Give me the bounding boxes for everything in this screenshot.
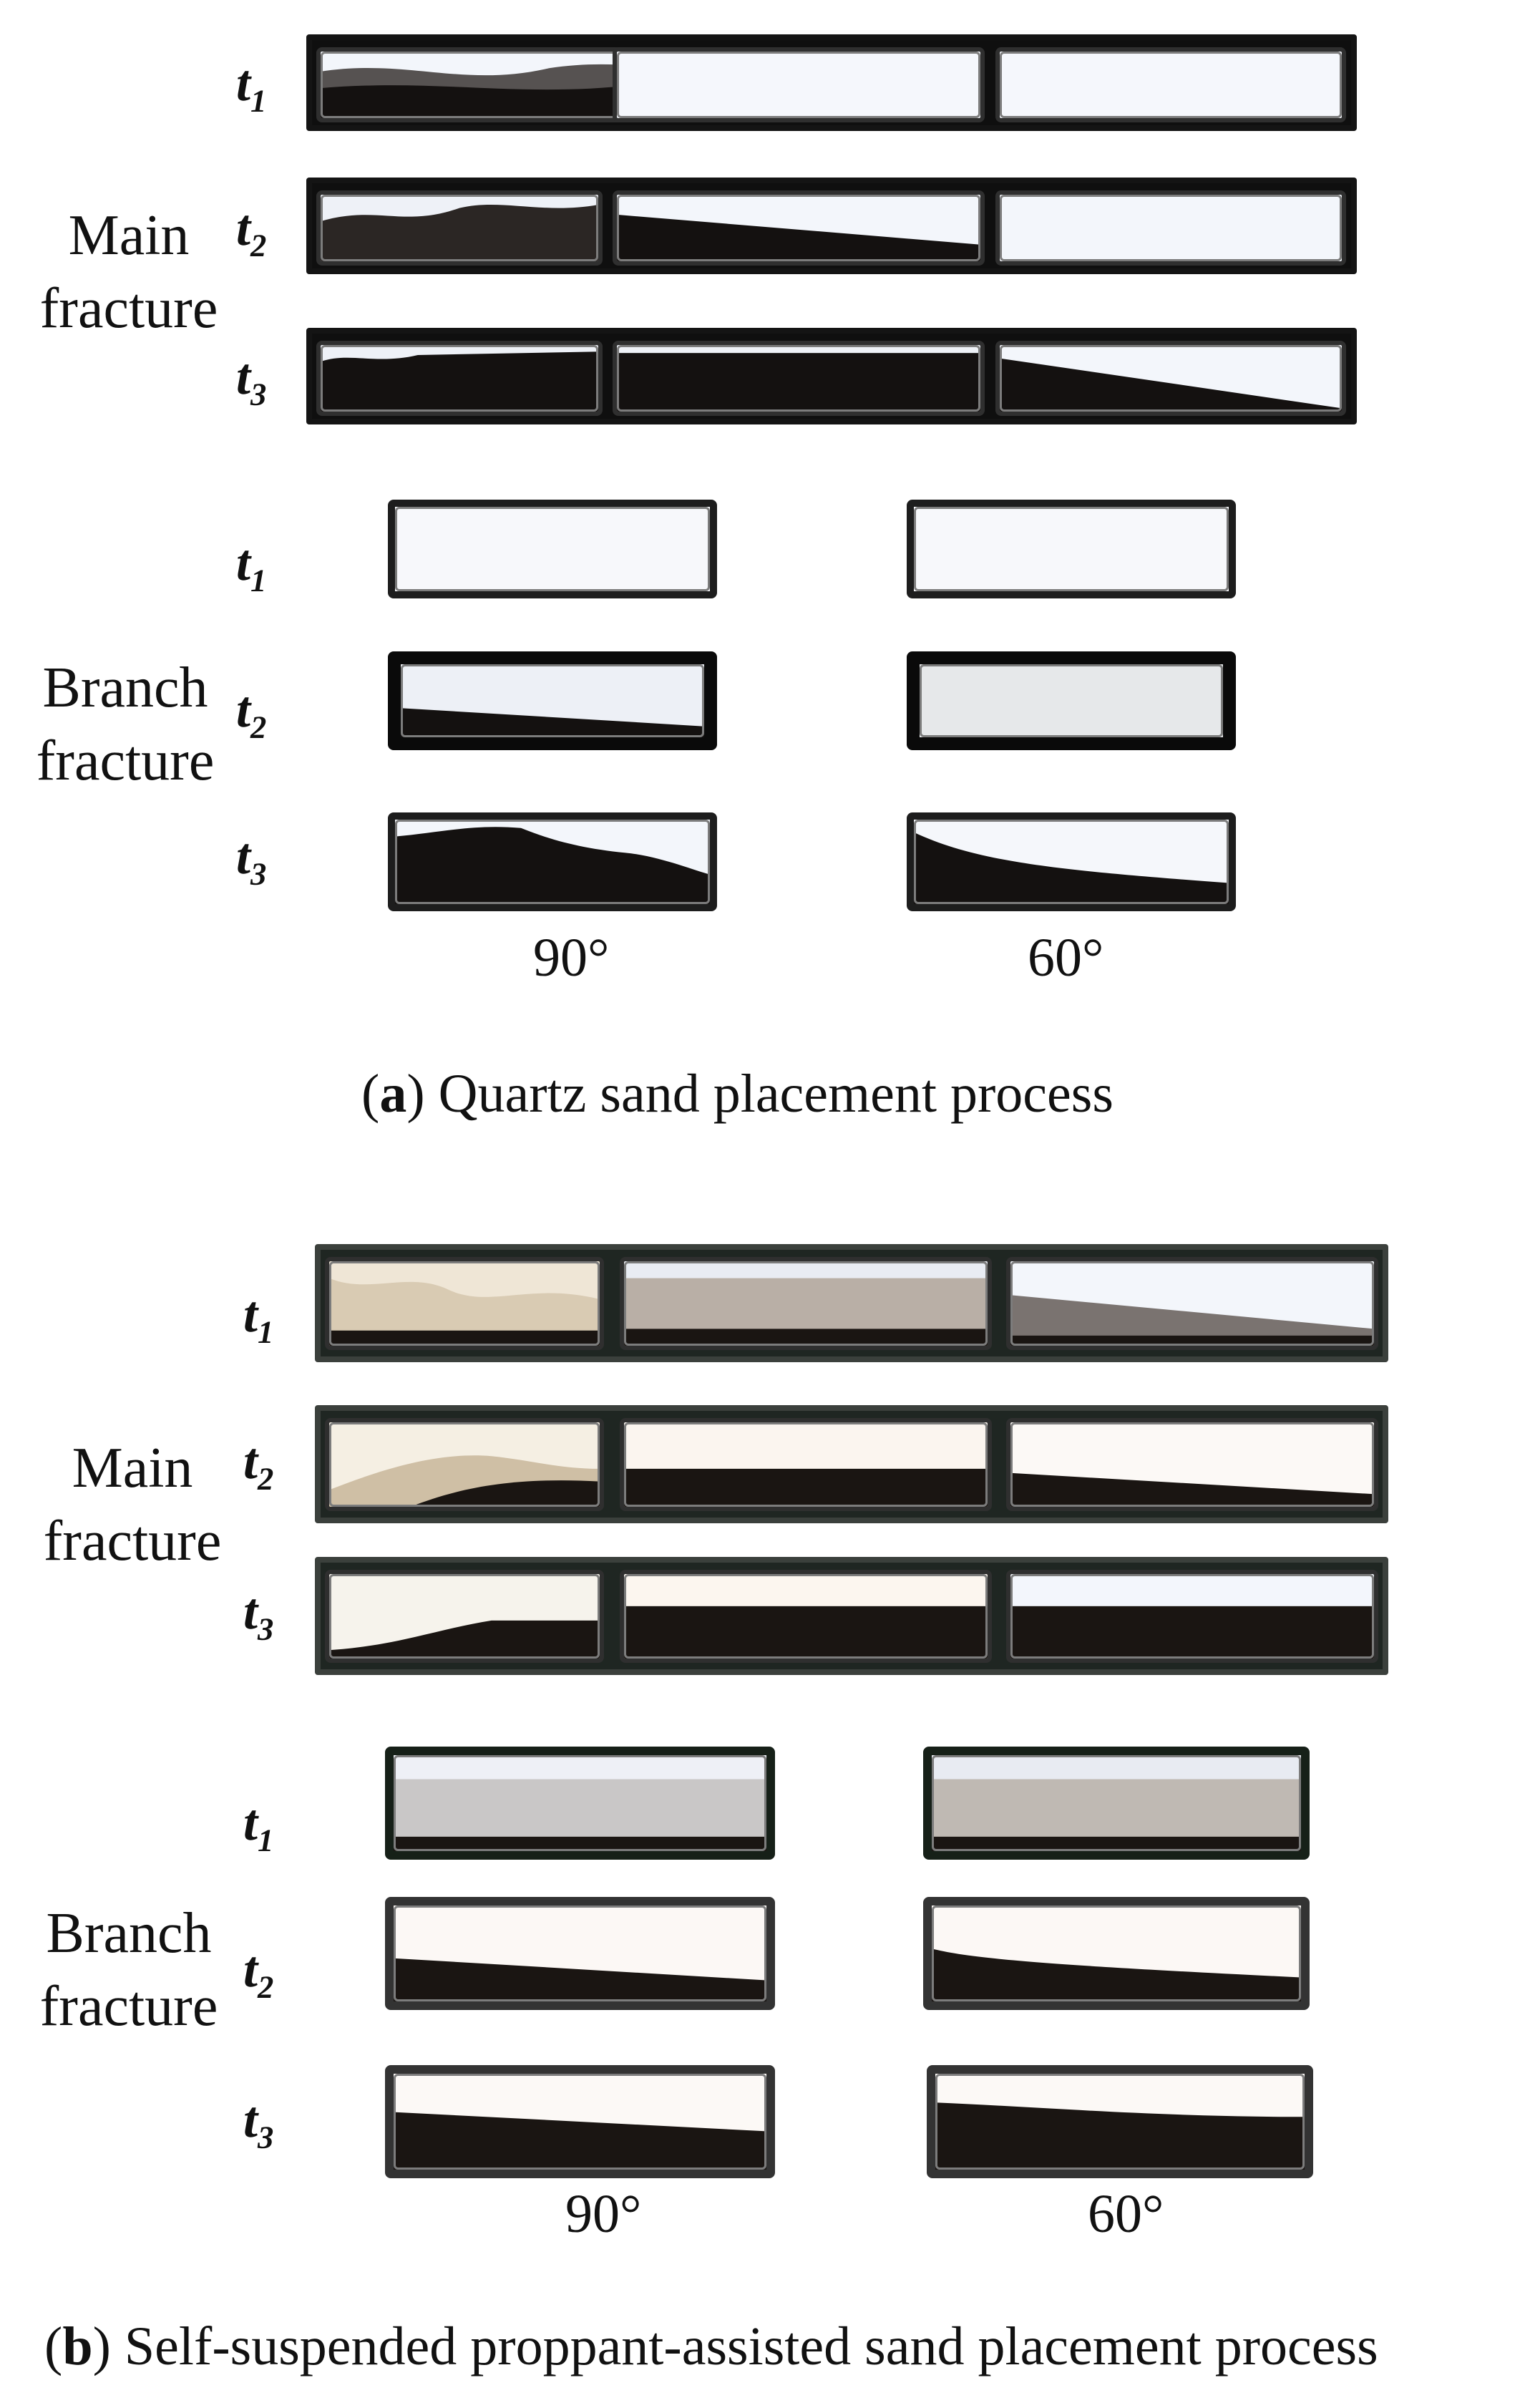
branch-frame-b-60-t1 (923, 1747, 1310, 1860)
main-fracture-label-line1: Main (72, 1437, 193, 1500)
branch-fracture-label-line1: Branch (46, 1902, 212, 1965)
main-fracture-label-line1: Main (68, 204, 190, 267)
frame-90-deg (325, 1570, 604, 1663)
time-label-t3: t3 (243, 1583, 274, 1647)
branch-frame-b-90-t2 (385, 1897, 775, 2010)
time-label-t1: t1 (236, 534, 267, 598)
main-fracture-strip-a-t3 (306, 328, 1357, 424)
time-label-t2: t2 (236, 199, 267, 263)
time-label-t2: t2 (236, 681, 267, 745)
branch-frame-b-60-t2 (923, 1897, 1310, 2010)
caption-b-letter: b (62, 2316, 93, 2377)
frame-45-deg (1006, 1570, 1378, 1663)
branch-frame-a-90-t2 (388, 651, 717, 750)
branch-fracture-label-line1: Branch (42, 656, 208, 719)
caption-a-text: Quartz sand placement process (438, 1064, 1114, 1124)
frame-60-deg (613, 341, 985, 416)
caption-a: (a) Quartz sand placement process (361, 1064, 1114, 1124)
main-fracture-label-line2: fracture (39, 277, 218, 341)
frame-60-deg (620, 1257, 992, 1350)
time-label-t3: t3 (236, 348, 267, 412)
frame-60-deg (620, 1570, 992, 1663)
time-label-t2: t2 (243, 1941, 274, 2005)
branch-frame-b-90-t1 (385, 1747, 775, 1860)
caption-b: (b) Self-suspended proppant-assisted san… (44, 2316, 1378, 2377)
main-fracture-strip-a-t2 (306, 178, 1357, 274)
frame-45-deg (995, 47, 1346, 122)
time-label-t1: t1 (243, 1286, 274, 1350)
angle-label-90: 90° (565, 2184, 642, 2244)
time-label-t1: t1 (236, 54, 267, 119)
frame-60-deg (620, 1418, 992, 1511)
frame-60-deg (613, 190, 985, 266)
time-label-t3: t3 (243, 2091, 274, 2155)
caption-b-text: Self-suspended proppant-assisted sand pl… (124, 2316, 1378, 2377)
frame-45-deg (995, 190, 1346, 266)
branch-frame-a-90-t1 (388, 500, 717, 598)
branch-frame-a-90-t3 (388, 812, 717, 911)
frame-45-deg (995, 341, 1346, 416)
branch-frame-a-60-t2 (907, 651, 1236, 750)
main-fracture-label-line2: fracture (43, 1510, 222, 1573)
angle-label-60: 60° (1088, 2184, 1164, 2244)
branch-frame-b-90-t3 (385, 2065, 775, 2178)
frame-90-deg (316, 341, 603, 416)
branch-fracture-label-b: Branch fracture (25, 1897, 233, 2044)
branch-frame-a-60-t1 (907, 500, 1236, 598)
main-fracture-strip-b-t2 (315, 1405, 1388, 1523)
main-fracture-strip-b-t1 (315, 1244, 1388, 1362)
time-label-t2: t2 (243, 1432, 274, 1497)
main-fracture-strip-b-t3 (315, 1557, 1388, 1675)
frame-45-deg (1006, 1418, 1378, 1511)
main-fracture-strip-a-t1 (306, 34, 1357, 131)
angle-label-90: 90° (533, 928, 610, 988)
branch-frame-b-60-t3 (927, 2065, 1313, 2178)
caption-a-letter: a (379, 1064, 407, 1124)
branch-fracture-label-line2: fracture (39, 1975, 218, 2039)
frame-60-deg (613, 47, 985, 122)
frame-45-deg (1006, 1257, 1378, 1350)
time-label-t1: t1 (243, 1794, 274, 1858)
frame-90-deg (325, 1418, 604, 1511)
frame-90-deg (325, 1257, 604, 1350)
frame-90-deg (316, 190, 603, 266)
branch-fracture-label-line2: fracture (36, 729, 215, 793)
time-label-t3: t3 (236, 827, 267, 892)
main-fracture-label-b: Main fracture (32, 1432, 233, 1578)
main-fracture-label-a: Main fracture (29, 199, 229, 346)
branch-fracture-label-a: Branch fracture (21, 651, 229, 798)
branch-frame-a-60-t3 (907, 812, 1236, 911)
angle-label-60: 60° (1028, 928, 1104, 988)
